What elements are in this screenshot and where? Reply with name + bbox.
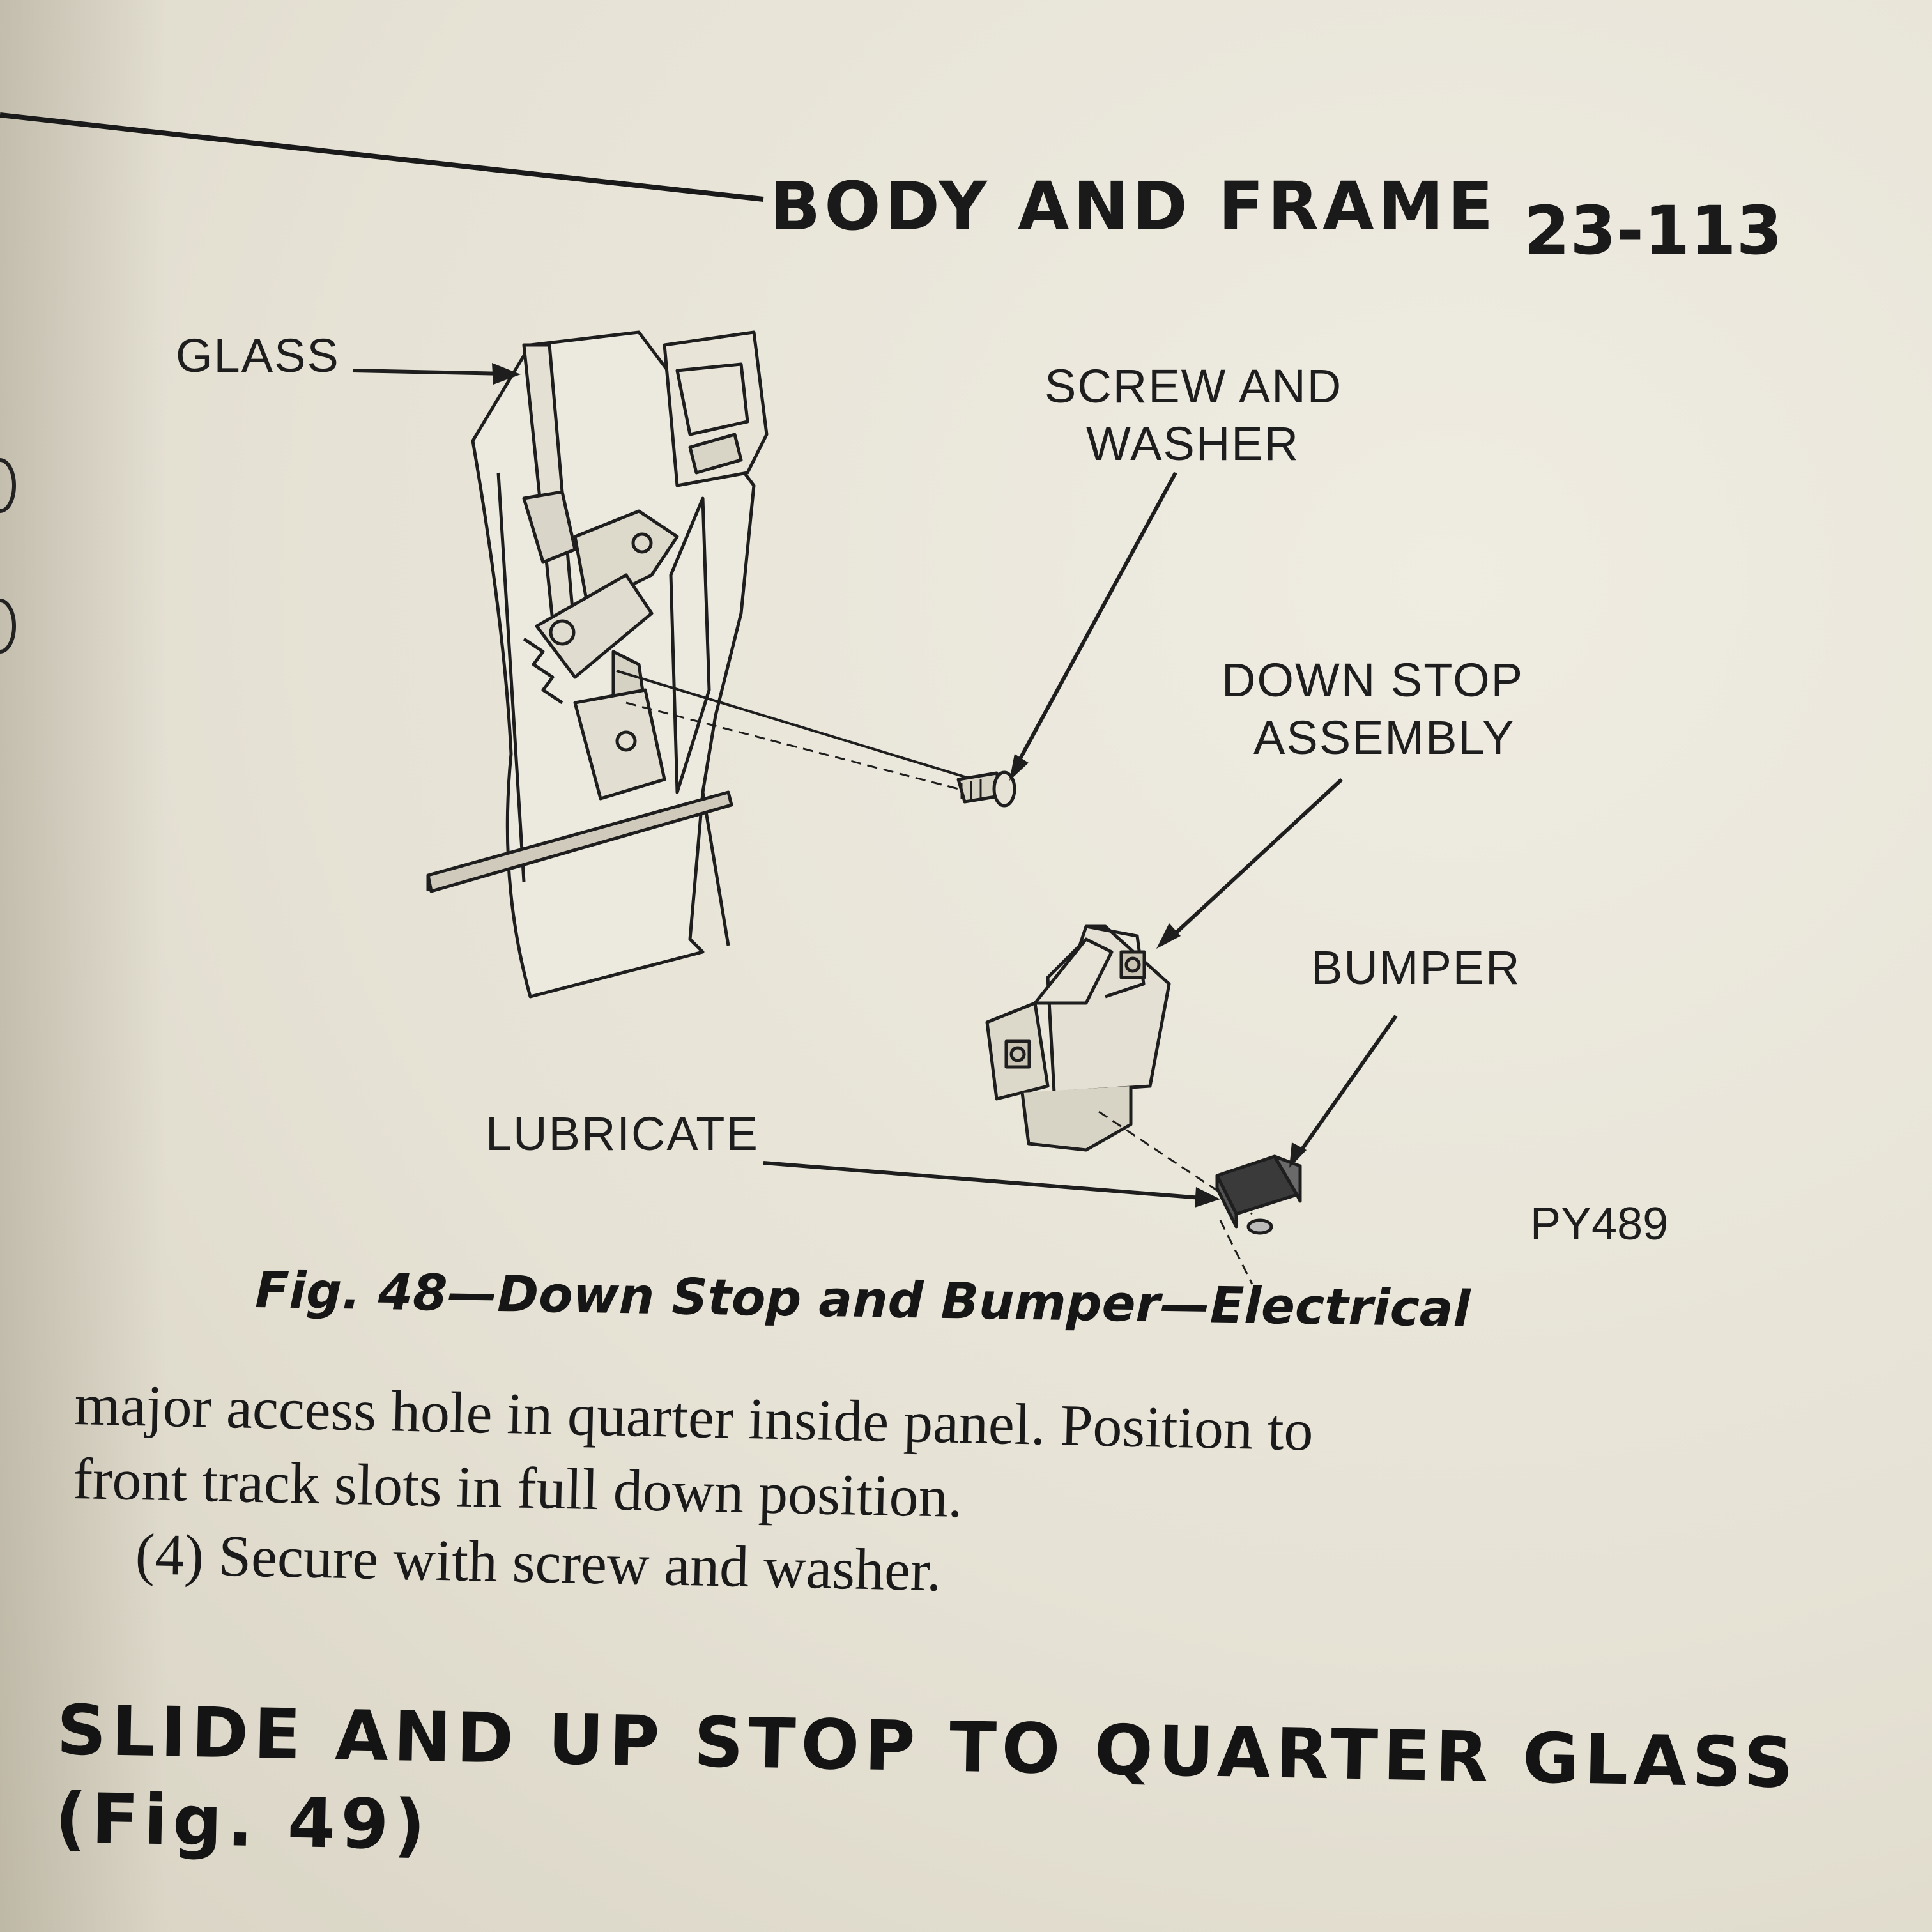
label-lubricate: LUBRICATE (486, 1107, 759, 1160)
label-screw-and-washer-1: SCREW AND (1045, 360, 1342, 413)
window-regulator-drawing (426, 330, 769, 999)
bumper-drawing (1215, 1154, 1302, 1235)
label-screw-and-washer-2: WASHER (1086, 417, 1300, 470)
binder-marks (0, 458, 16, 654)
label-down-stop-1: DOWN STOP (1222, 654, 1524, 707)
page-shadow (0, 0, 166, 1932)
body-text: major access hole in quarter inside pane… (71, 1367, 1711, 1624)
label-down-stop-2: ASSEMBLY (1254, 711, 1515, 764)
callout-arrows (352, 369, 1398, 1200)
label-glass: GLASS (176, 329, 340, 382)
page-number: 23-113 (1524, 192, 1782, 270)
figure-48-illustration: GLASS SCREW AND WASHER DOWN STOP ASSEMBL… (176, 329, 1668, 1285)
header-rule (0, 112, 764, 202)
figure-code: PY489 (1530, 1199, 1668, 1250)
section-title: BODY AND FRAME (770, 167, 1498, 245)
label-bumper: BUMPER (1311, 941, 1521, 994)
down-stop-assembly-drawing (985, 924, 1254, 1285)
screw-and-washer-drawing (956, 770, 1016, 808)
section-heading: SLIDE AND UP STOP TO QUARTER GLASS (Fig.… (54, 1687, 1799, 1896)
